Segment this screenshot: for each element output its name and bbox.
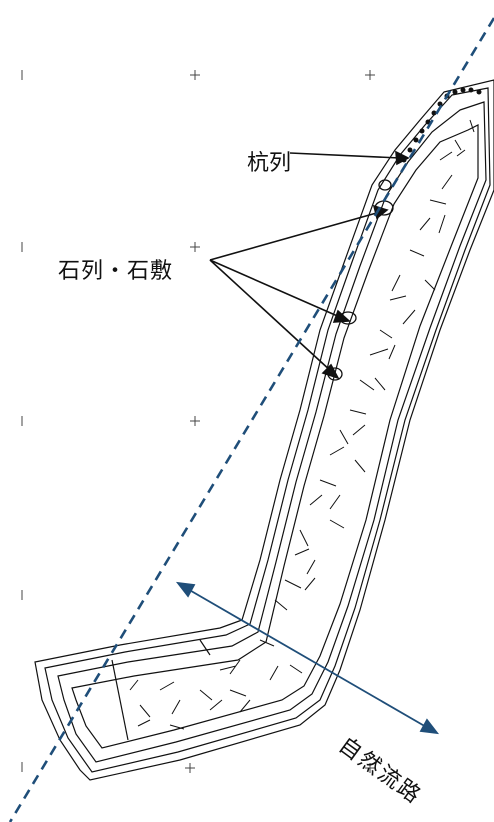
- arrowhead-stone-3: [321, 363, 340, 380]
- arrow-pile: [289, 152, 401, 159]
- arrowhead-stone-2: [332, 309, 351, 323]
- stone-cluster-4: [378, 179, 392, 191]
- grid-tick: [190, 70, 200, 80]
- channel-inner-bank: [57, 101, 487, 763]
- channel-partition-2: [199, 639, 211, 656]
- stream-dashed-line: [8, 17, 494, 822]
- pile-row-label: 杭列: [247, 151, 292, 176]
- arrowhead-stream-end: [419, 718, 440, 735]
- grid-tick: [190, 416, 200, 426]
- channel-floor: [71, 124, 479, 749]
- label-arrows: [209, 150, 410, 380]
- arrow-stone-3: [209, 259, 333, 373]
- grid-tick: [185, 763, 195, 773]
- channel-outer: [34, 79, 494, 781]
- grid-ticks: [21, 70, 375, 773]
- grid-tick: [365, 70, 375, 80]
- arrowhead-pile: [395, 150, 410, 166]
- channel-partition: [111, 659, 129, 741]
- arrowhead-stream-start: [175, 581, 196, 598]
- channel-outer-2: [44, 87, 491, 773]
- channel-outline: [34, 79, 494, 781]
- stream-width-arrow: [175, 581, 440, 735]
- arrow-stone-1: [209, 211, 381, 261]
- stone-row-label: 石列・石敷: [58, 259, 174, 284]
- grid-tick: [190, 242, 200, 252]
- debris-texture: [129, 119, 475, 730]
- grid-tick: [365, 763, 375, 773]
- arrow-stone-2: [209, 259, 343, 319]
